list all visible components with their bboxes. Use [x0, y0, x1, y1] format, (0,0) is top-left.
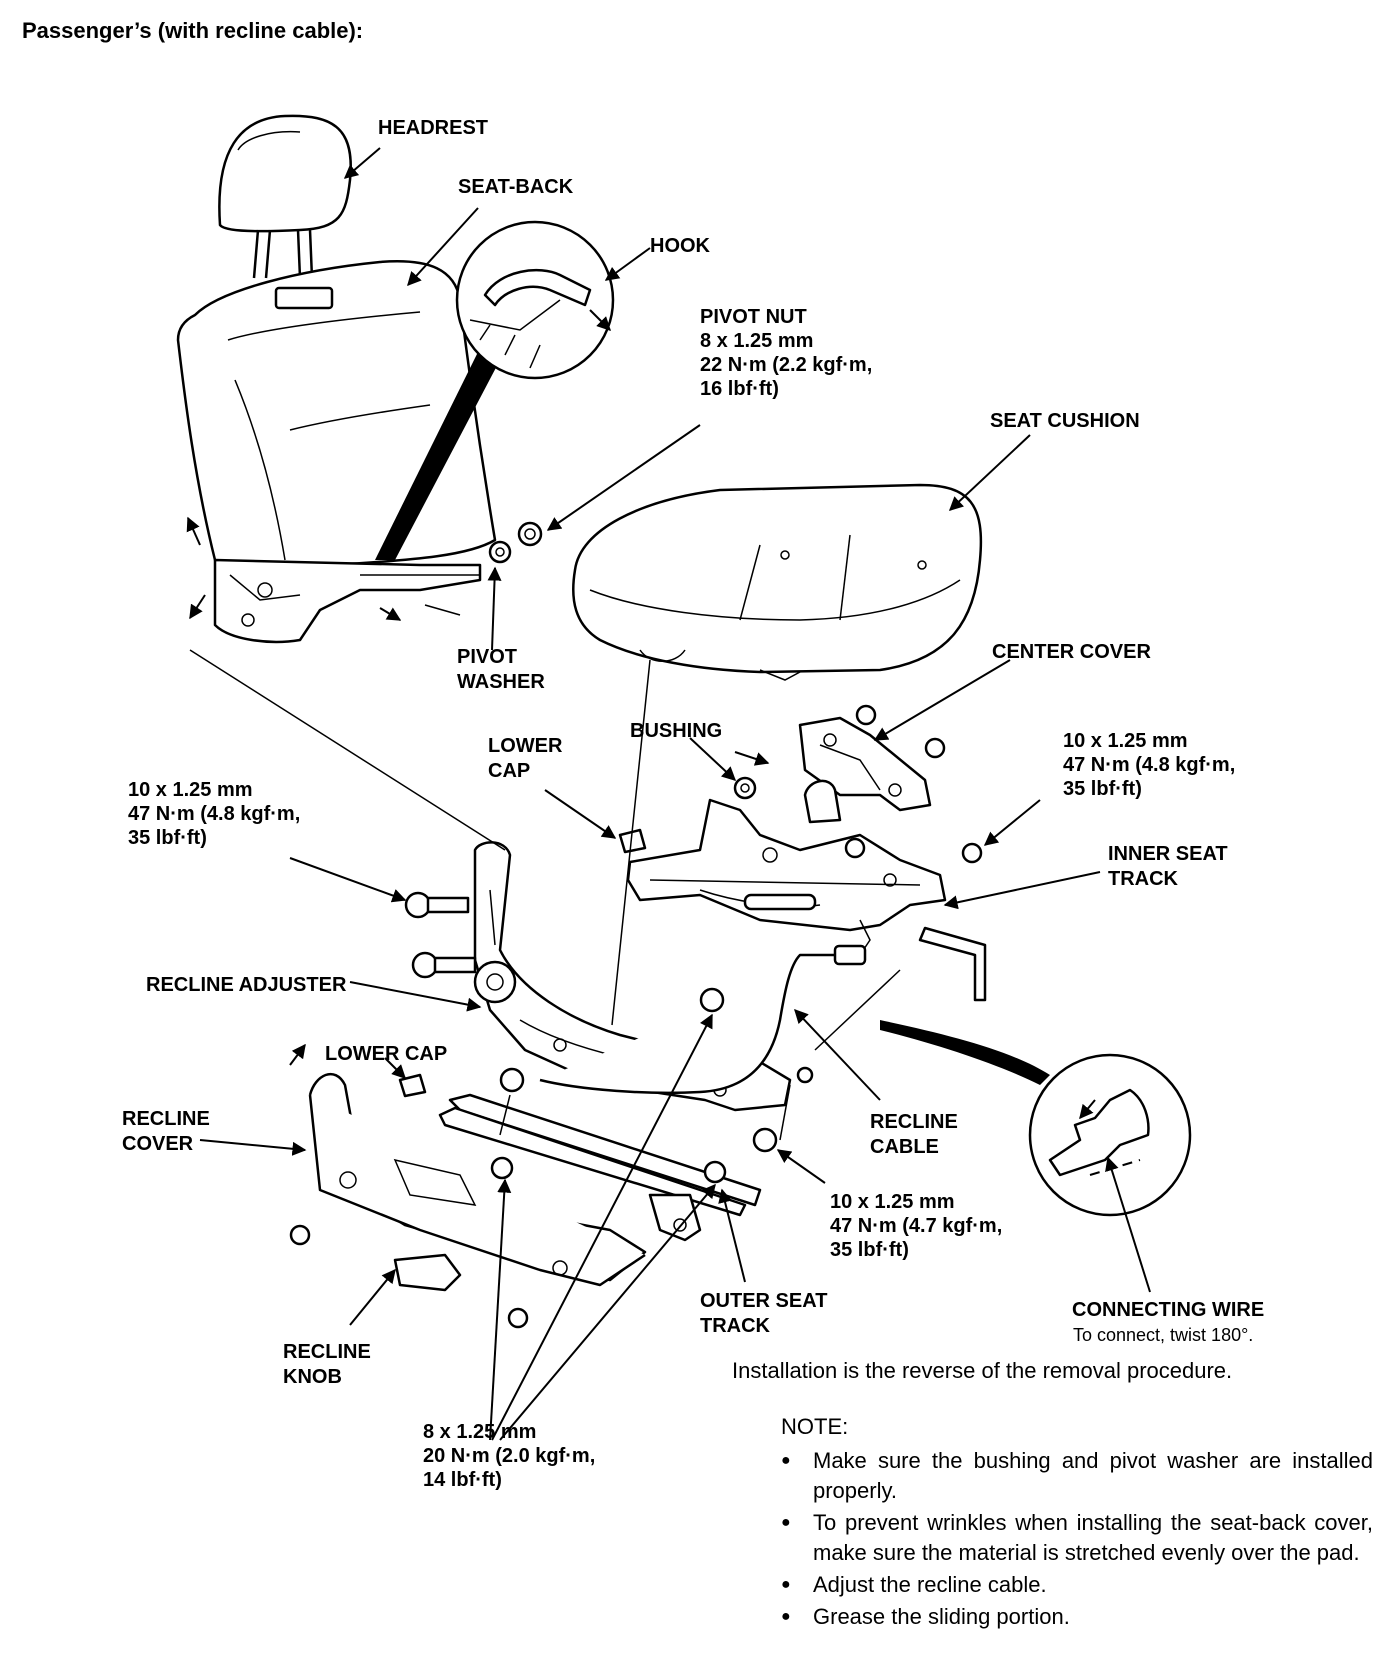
label-lower-cap-top: LOWER CAP: [488, 735, 568, 782]
label-torque-right: 10 x 1.25 mm 47 N·m (4.8 kgf·m, 35 lbf·f…: [1063, 730, 1241, 800]
lower-cap-top-part: [618, 828, 647, 854]
note-item: To prevent wrinkles when installing the …: [781, 1508, 1373, 1568]
note-heading: NOTE:: [781, 1414, 849, 1439]
label-recline-adjuster: RECLINE ADJUSTER: [146, 974, 347, 996]
pivot-washer: [488, 540, 512, 564]
recline-knob-part: [393, 1253, 462, 1292]
seat-cushion-part: [572, 483, 983, 681]
label-recline-knob: RECLINE KNOB: [283, 1341, 376, 1388]
label-headrest: HEADREST: [378, 117, 488, 139]
notes-block: NOTE: Make sure the bushing and pivot wa…: [733, 1412, 1373, 1634]
label-recline-cover: RECLINE COVER: [122, 1108, 215, 1155]
label-recline-cable: RECLINE CABLE: [870, 1111, 963, 1158]
label-torque-knob: 8 x 1.25 mm 20 N·m (2.0 kgf·m, 14 lbf·ft…: [423, 1421, 601, 1491]
label-inner-seat-track: INNER SEAT TRACK: [1108, 843, 1233, 890]
inner-seat-track-part: [626, 779, 987, 1002]
label-seat-back: SEAT-BACK: [458, 176, 574, 198]
outer-seat-track-part: [438, 1093, 762, 1242]
note-item: Grease the sliding portion.: [781, 1602, 1373, 1632]
recline-cable-part: [539, 953, 835, 1095]
label-pivot-nut: PIVOT NUT 8 x 1.25 mm 22 N·m (2.2 kgf·m,…: [700, 306, 878, 400]
label-torque-left: 10 x 1.25 mm 47 N·m (4.8 kgf·m, 35 lbf·f…: [128, 779, 306, 849]
label-connecting-wire-note: To connect, twist 180°.: [1073, 1325, 1253, 1345]
label-outer-seat-track: OUTER SEAT TRACK: [700, 1290, 833, 1337]
label-bushing: BUSHING: [630, 720, 722, 742]
recline-cover-part: [308, 1073, 647, 1287]
label-lower-cap-bottom: LOWER CAP: [325, 1043, 447, 1065]
bushing: [733, 776, 757, 800]
label-hook: HOOK: [650, 235, 711, 257]
diagram-title: Passenger’s (with recline cable):: [22, 18, 363, 43]
label-seat-cushion: SEAT CUSHION: [990, 410, 1140, 432]
connecting-wire-detail: [880, 1020, 1192, 1217]
headrest-part: [218, 114, 352, 279]
lower-cap-bottom-part: [398, 1073, 427, 1098]
label-connecting-wire: CONNECTING WIRE: [1072, 1299, 1264, 1321]
installation-text: Installation is the reverse of the remov…: [732, 1358, 1232, 1383]
label-pivot-washer: PIVOT WASHER: [457, 646, 545, 693]
hook-detail: [375, 220, 615, 560]
label-torque-bottom: 10 x 1.25 mm 47 N·m (4.7 kgf·m, 35 lbf·f…: [830, 1191, 1008, 1261]
pivot-nut: [517, 521, 543, 547]
note-item: Adjust the recline cable.: [781, 1570, 1373, 1600]
alignment-lines: [189, 649, 901, 1141]
note-item: Make sure the bushing and pivot washer a…: [781, 1446, 1373, 1506]
adjuster-bolts: [404, 891, 477, 979]
label-center-cover: CENTER COVER: [992, 641, 1151, 663]
note-list: Make sure the bushing and pivot washer a…: [781, 1446, 1373, 1632]
